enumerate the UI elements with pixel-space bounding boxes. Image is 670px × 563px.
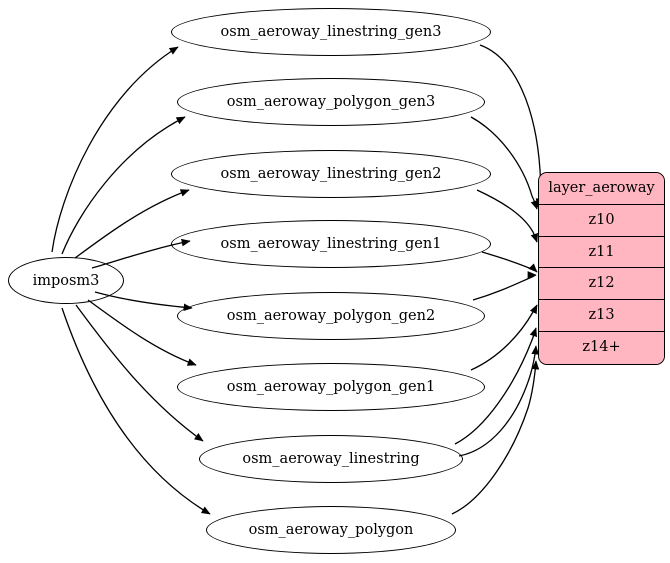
node-label: osm_aeroway_polygon_gen1 bbox=[226, 379, 436, 395]
layer-aeroway-header: layer_aeroway bbox=[539, 173, 664, 205]
node-label: osm_aeroway_polygon bbox=[248, 522, 414, 538]
node-layer-aeroway[interactable]: layer_aeroway z10 z11 z12 z13 z14+ bbox=[538, 172, 665, 365]
edges-from-imposm3 bbox=[51, 46, 211, 515]
node-label: osm_aeroway_polygon_gen2 bbox=[226, 308, 436, 324]
node-osm-aeroway-linestring-gen2[interactable]: osm_aeroway_linestring_gen2 bbox=[171, 150, 491, 198]
node-imposm3[interactable]: imposm3 bbox=[8, 257, 124, 304]
node-label: osm_aeroway_linestring bbox=[242, 451, 420, 467]
node-label: osm_aeroway_polygon_gen3 bbox=[226, 94, 436, 110]
node-imposm3-label: imposm3 bbox=[32, 272, 100, 289]
node-osm-aeroway-linestring[interactable]: osm_aeroway_linestring bbox=[199, 435, 463, 483]
node-label: osm_aeroway_linestring_gen3 bbox=[220, 24, 442, 40]
layer-aeroway-row-z13[interactable]: z13 bbox=[539, 300, 664, 332]
node-label: osm_aeroway_linestring_gen2 bbox=[220, 166, 442, 182]
node-osm-aeroway-linestring-gen3[interactable]: osm_aeroway_linestring_gen3 bbox=[171, 8, 491, 56]
layer-aeroway-row-z10[interactable]: z10 bbox=[539, 204, 664, 237]
node-label: osm_aeroway_linestring_gen1 bbox=[220, 236, 442, 252]
node-osm-aeroway-polygon-gen2[interactable]: osm_aeroway_polygon_gen2 bbox=[177, 292, 485, 340]
layer-aeroway-row-z14plus[interactable]: z14+ bbox=[539, 331, 664, 364]
node-osm-aeroway-polygon-gen3[interactable]: osm_aeroway_polygon_gen3 bbox=[177, 78, 485, 126]
edges-to-layer-aeroway bbox=[451, 44, 544, 515]
layer-aeroway-row-z12[interactable]: z12 bbox=[539, 268, 664, 301]
node-osm-aeroway-polygon-gen1[interactable]: osm_aeroway_polygon_gen1 bbox=[177, 363, 485, 411]
node-osm-aeroway-polygon[interactable]: osm_aeroway_polygon bbox=[206, 506, 456, 554]
node-osm-aeroway-linestring-gen1[interactable]: osm_aeroway_linestring_gen1 bbox=[171, 220, 491, 268]
layer-aeroway-row-z11[interactable]: z11 bbox=[539, 236, 664, 269]
